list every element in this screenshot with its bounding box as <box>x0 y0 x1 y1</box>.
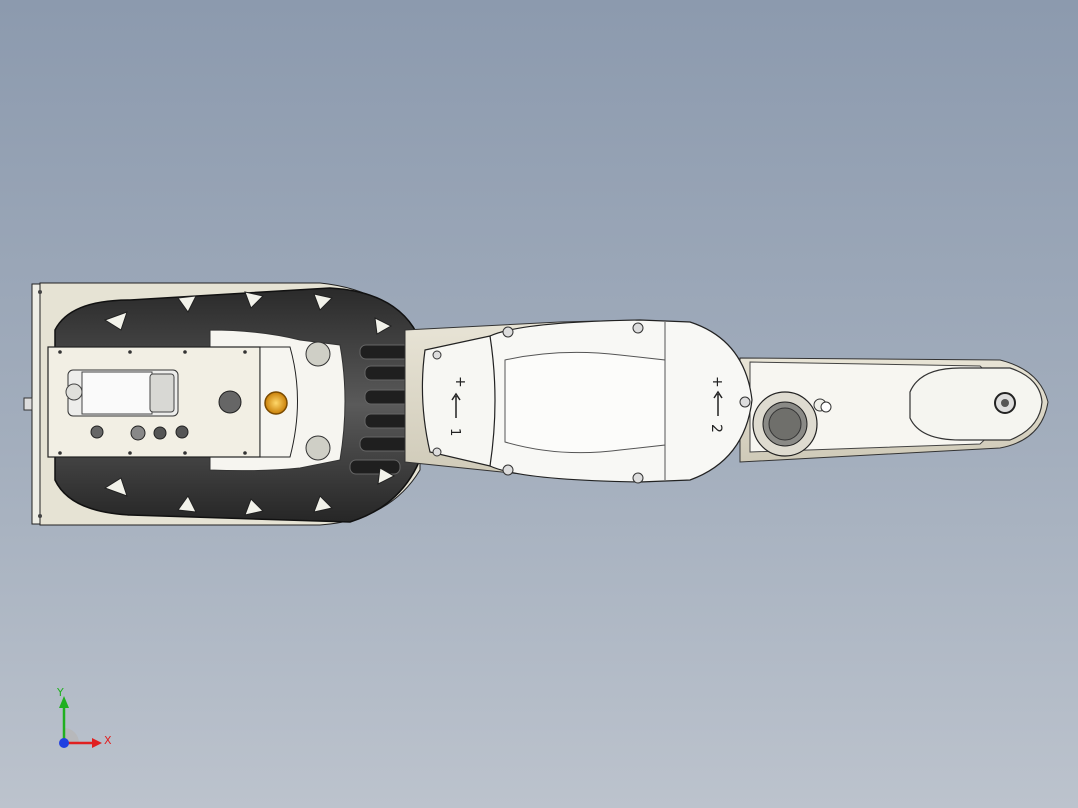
joint-2-plus: + <box>709 376 725 388</box>
y-axis-label: Y <box>57 686 64 699</box>
joint-1-cover <box>421 335 496 467</box>
coordinate-triad: Y X <box>50 686 120 756</box>
joint-2-arrow-icon <box>713 390 723 416</box>
triad-icon <box>59 696 102 748</box>
x-axis-label: X <box>104 734 112 747</box>
joint-1-plus: + <box>452 376 468 388</box>
joint-1-label: 1 <box>447 428 462 436</box>
joint-2-label: 2 <box>708 424 724 433</box>
connector-plate <box>47 346 298 458</box>
status-connector <box>264 391 288 415</box>
forearm-link <box>739 357 1049 463</box>
joint-1-arrow-icon <box>451 392 461 418</box>
joint-2-housing <box>489 319 753 484</box>
